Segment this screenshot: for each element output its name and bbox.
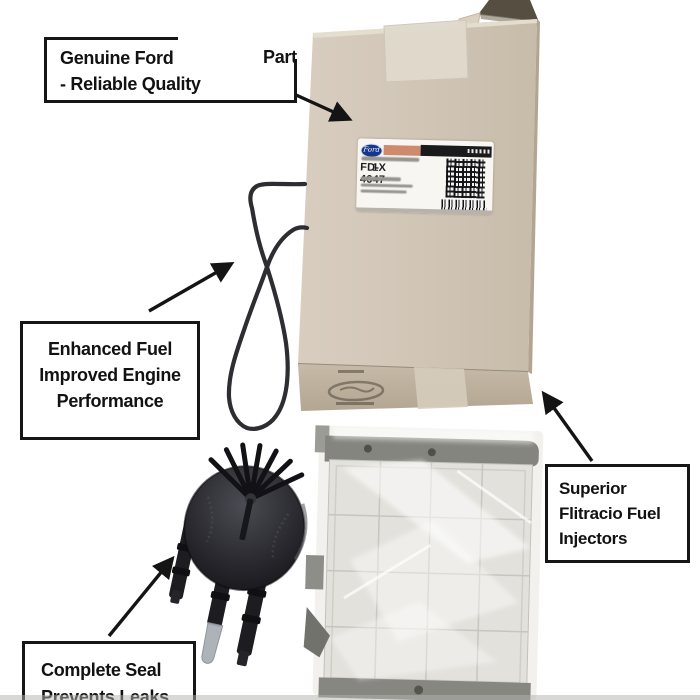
callout-text: Genuine Ford: [60, 48, 174, 68]
callout-genuine-ford-part: Part Genuine Ford - Reliable Quality: [44, 29, 304, 103]
callout-text: Improved Engine: [39, 365, 181, 385]
qr-code: [445, 158, 486, 199]
label-small-text-blur: [360, 189, 407, 194]
callout-text: Complete Seal: [41, 660, 162, 680]
callout-text: Superior: [559, 479, 627, 498]
label-salmon-bar: [383, 144, 421, 156]
plastic-wrap-highlights: [329, 425, 534, 681]
molded-text-marks: [205, 496, 290, 558]
erased-word-patch: [178, 29, 304, 59]
callout-text: Flitracio Fuel: [559, 504, 661, 523]
callout-text: - Reliable Quality: [60, 74, 201, 94]
photo-edge-strip: [0, 695, 700, 700]
dome-ribs: [208, 442, 305, 502]
packing-tape-bottom: [414, 367, 468, 409]
cable-loop: [226, 181, 310, 431]
fuel-filter-housing: [169, 442, 308, 667]
quantity: 1X: [372, 161, 387, 175]
plastic-wrap-creases: [343, 469, 532, 600]
arrow-to-box-corner: [541, 390, 594, 462]
callout-text-part: Part: [263, 47, 297, 67]
filter-panel: [303, 425, 544, 700]
arrow-to-cable: [148, 262, 235, 313]
filter-side-clip: [305, 555, 325, 590]
callout-enhanced-fuel: Enhanced Fuel Improved Engine Performanc…: [20, 321, 200, 440]
label-small-text-blur: [360, 183, 413, 188]
packing-tape-top: [383, 19, 469, 83]
callout-superior-filtration: Superior Flitracio Fuel Injectors: [545, 464, 690, 563]
box-open-flap: [477, 0, 539, 22]
arrow-to-filter-cap: [107, 555, 175, 638]
callout-complete-seal: Complete Seal Prevents Leaks: [22, 641, 196, 700]
callout-text: Injectors: [559, 529, 628, 548]
port-protective-cap: [201, 622, 224, 664]
callout-text: Enhanced Fuel: [47, 339, 173, 359]
box-print-marks: [327, 370, 385, 405]
callout-text: Performance: [56, 391, 164, 411]
label-black-bar: [420, 144, 492, 158]
